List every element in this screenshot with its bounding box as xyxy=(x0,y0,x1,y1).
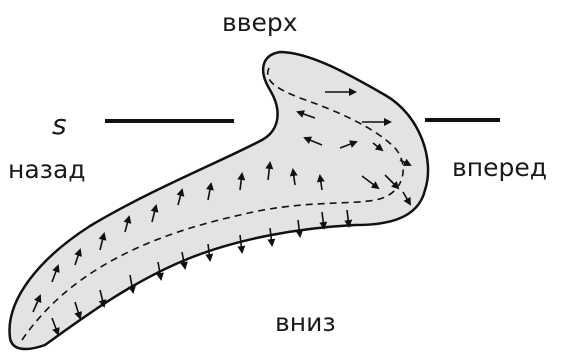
label-forward: вперед xyxy=(452,155,547,180)
label-back: назад xyxy=(8,157,86,182)
label-s: s xyxy=(52,111,67,139)
blob-shape xyxy=(10,52,429,349)
label-down: вниз xyxy=(275,310,336,335)
label-up: вверх xyxy=(222,10,298,35)
